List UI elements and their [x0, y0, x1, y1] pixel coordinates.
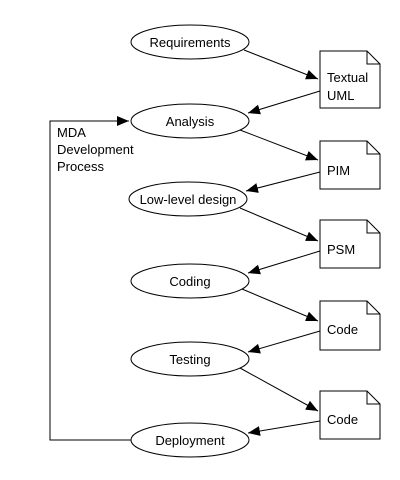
arrow-code-to-testing	[247, 330, 321, 354]
artifact-label: UML	[327, 88, 354, 103]
arrow-analysis-to-pim	[239, 129, 319, 161]
arrow-testing-to-code	[239, 367, 319, 412]
stage-deployment: Deployment	[130, 422, 250, 458]
stage-requirements: Requirements	[130, 24, 250, 60]
artifact-label: PSM	[327, 242, 355, 257]
arrow-psm-to-coding	[247, 250, 321, 275]
arrow-design-to-psm	[239, 207, 319, 242]
arrow-requirements-to-textual-uml	[243, 49, 319, 80]
stage-analysis: Analysis	[130, 103, 250, 139]
feedback-loop-arrow	[49, 116, 131, 441]
stage-label: Deployment	[155, 433, 225, 448]
process-label: MDA Development Process	[57, 125, 134, 174]
artifact-code-1: Code	[319, 300, 381, 351]
stage-testing: Testing	[130, 341, 250, 377]
arrow-coding-to-code	[241, 288, 319, 322]
process-label-line: Development	[57, 142, 134, 157]
process-label-line: MDA	[57, 125, 86, 140]
arrow-code-to-deployment	[247, 420, 321, 436]
artifact-psm: PSM	[319, 219, 381, 269]
stage-coding: Coding	[130, 263, 250, 299]
arrow-textual-uml-to-analysis	[247, 90, 321, 115]
stage-label: Analysis	[166, 114, 215, 129]
artifact-code-2: Code	[319, 390, 381, 440]
stage-label: Testing	[169, 352, 210, 367]
stage-low-level-design: Low-level design	[128, 181, 248, 217]
artifact-textual-uml: Textual UML	[319, 50, 381, 109]
arrow-pim-to-design	[245, 171, 321, 193]
process-label-line: Process	[57, 159, 104, 174]
stage-label: Requirements	[150, 35, 231, 50]
artifact-label: Code	[327, 322, 358, 337]
stage-label: Coding	[169, 274, 210, 289]
artifact-label: Code	[327, 412, 358, 427]
artifact-label: Textual	[327, 70, 368, 85]
stage-label: Low-level design	[140, 192, 237, 207]
artifact-label: PIM	[327, 163, 350, 178]
artifact-pim: PIM	[319, 140, 381, 190]
